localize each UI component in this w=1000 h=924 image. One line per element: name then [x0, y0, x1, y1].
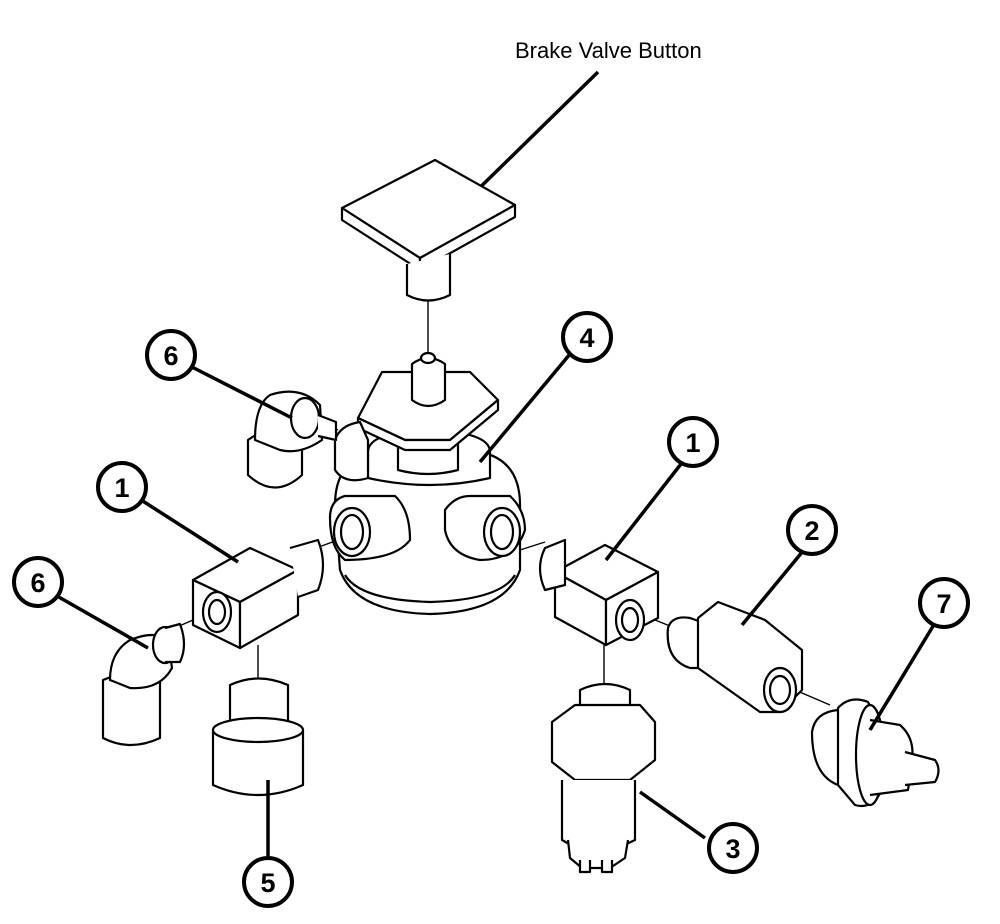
callout-leaders	[49, 346, 940, 857]
brake-valve-button	[340, 158, 517, 302]
plug-fitting	[211, 677, 305, 797]
callout-2: 2	[786, 504, 838, 556]
callout-4: 4	[561, 311, 613, 363]
hex-adapter	[666, 600, 804, 714]
brake-valve-body	[328, 351, 527, 616]
tee-block-left	[191, 538, 325, 650]
callout-1-left: 1	[96, 461, 148, 513]
svg-text:6: 6	[163, 341, 178, 371]
svg-text:2: 2	[804, 516, 819, 546]
callout-6-left: 6	[12, 556, 64, 608]
elbow-fitting-left	[101, 622, 186, 747]
callout-3: 3	[707, 822, 759, 874]
svg-text:3: 3	[725, 834, 740, 864]
brake-valve-button-label: Brake Valve Button	[515, 38, 702, 63]
tee-block-right	[538, 538, 660, 647]
callout-5: 5	[242, 856, 294, 908]
elbow-fitting-top	[246, 390, 338, 489]
svg-text:1: 1	[685, 428, 700, 458]
callout-7: 7	[918, 577, 970, 629]
svg-text:7: 7	[936, 589, 951, 619]
callout-1-right: 1	[667, 416, 719, 468]
svg-text:1: 1	[114, 473, 129, 503]
brake-valve-button-leader	[460, 70, 600, 207]
svg-text:6: 6	[30, 568, 45, 598]
svg-text:4: 4	[579, 323, 594, 353]
nozzle-fitting	[810, 698, 940, 808]
pressure-switch	[550, 682, 657, 874]
svg-text:5: 5	[260, 868, 275, 898]
callout-6-top: 6	[145, 329, 197, 381]
